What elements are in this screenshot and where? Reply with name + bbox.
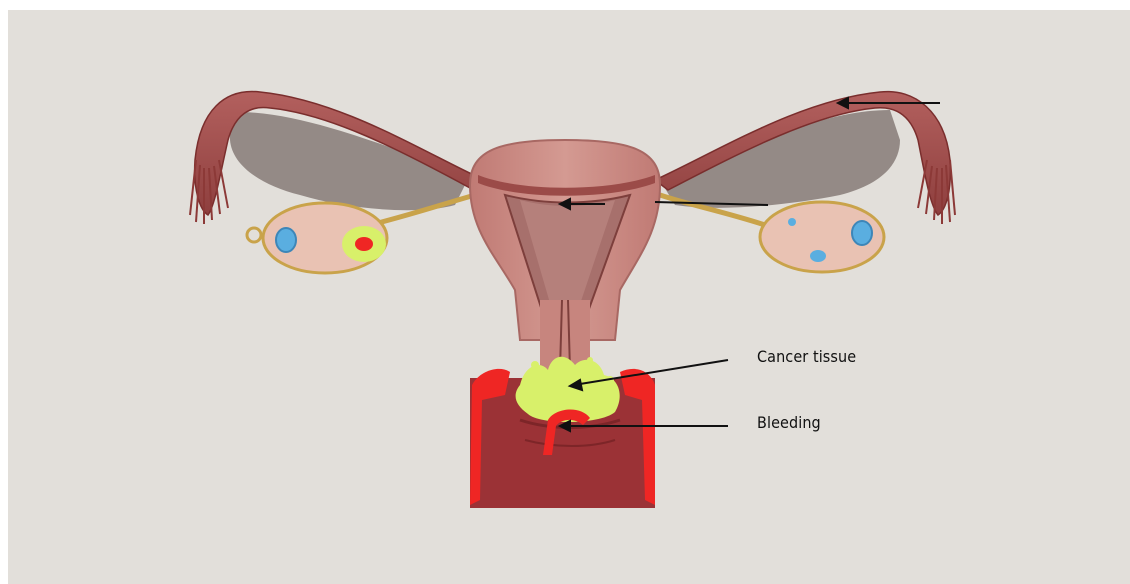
- right-ovary-follicle-2: [810, 250, 826, 262]
- left-small-cyst: [247, 228, 261, 242]
- cancer-tissue-label: Cancer tissue: [757, 347, 856, 366]
- right-ovary-follicle-1: [852, 221, 872, 245]
- left-ovary-bleed-spot: [355, 237, 373, 251]
- bleeding-label: Bleeding: [757, 413, 821, 432]
- right-ovary-follicle-3: [788, 218, 796, 226]
- left-ovary-follicle: [276, 228, 296, 252]
